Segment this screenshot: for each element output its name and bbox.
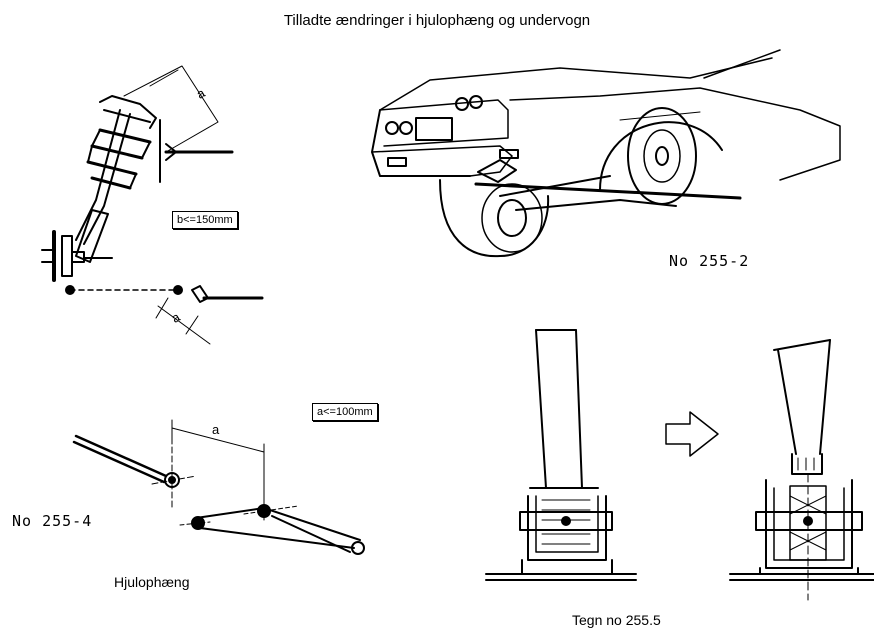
dimension-letter-a-arm: a (212, 422, 220, 437)
figure-label-255-4: No 255-4 (12, 512, 93, 530)
control-arm-drawing (72, 419, 365, 555)
page-title: Tilladte ændringer i hjulophæng og under… (283, 12, 591, 29)
strut-suspension-drawing (41, 65, 264, 345)
figure-caption-255-5: Tegn no 255.5 (572, 612, 661, 628)
suspension-caption: Hjulophæng (114, 574, 190, 590)
figure-label-255-2: No 255-2 (669, 252, 750, 270)
b-limit-box: b<=150mm (172, 211, 238, 229)
a-limit-box: a<=100mm (312, 403, 378, 421)
car-rear-drawing (371, 49, 841, 258)
right-arrow-icon (665, 411, 719, 457)
strut-mount-drawing (485, 329, 874, 601)
